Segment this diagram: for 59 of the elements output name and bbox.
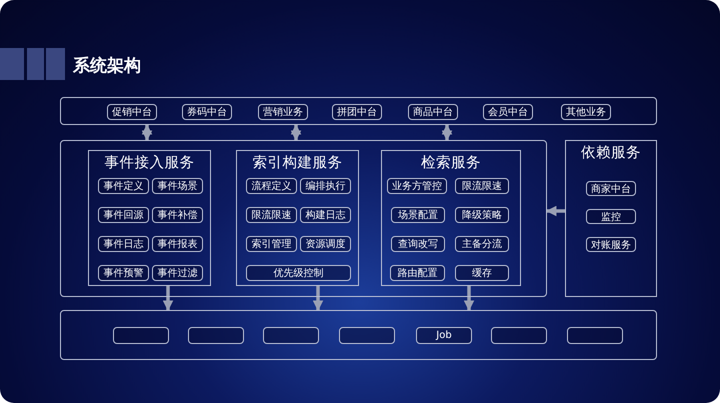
module-box	[113, 327, 169, 344]
module-box: 降级策略	[455, 207, 509, 223]
arrow	[546, 206, 565, 216]
title: 系统架构	[73, 55, 141, 77]
module-box: 事件报表	[152, 236, 203, 252]
module-box: 限流限速	[246, 207, 297, 223]
module-box: 优先级控制	[246, 265, 351, 281]
layer-panel	[60, 97, 657, 125]
layer-panel	[60, 310, 657, 360]
service-panel	[381, 150, 521, 286]
module-box	[188, 327, 244, 344]
module-box: 路由配置	[390, 265, 445, 281]
layer-panel	[60, 140, 547, 297]
module-box: 事件过滤	[152, 265, 203, 281]
module-box: 事件补偿	[152, 207, 203, 223]
module-box: 对账服务	[586, 237, 636, 252]
module-box: Job	[416, 327, 472, 344]
arrow	[312, 285, 324, 312]
module-box: 营销业务	[258, 104, 308, 120]
panel-heading: 索引构建服务	[252, 154, 344, 172]
module-box: 拼团中台	[332, 104, 382, 120]
service-panel	[236, 150, 359, 286]
module-box: 事件预警	[98, 265, 149, 281]
module-box: 构建日志	[300, 207, 351, 223]
module-box: 其他业务	[561, 104, 611, 120]
module-box: 监控	[586, 209, 636, 224]
arrow	[464, 285, 474, 312]
module-box: 主备分流	[455, 236, 509, 252]
module-box: 业务方管控	[387, 178, 447, 194]
panel-heading: 检索服务	[420, 154, 482, 172]
module-box: 券码中台	[182, 104, 232, 120]
arrow	[290, 124, 302, 142]
module-box: 索引管理	[246, 236, 297, 252]
module-box: 事件定义	[98, 178, 149, 194]
module-box: 流程定义	[246, 178, 297, 194]
arrow	[162, 285, 174, 312]
module-box	[339, 327, 395, 344]
module-box: 事件回源	[98, 207, 149, 223]
module-box: 限流限速	[455, 178, 509, 194]
panel-heading: 依赖服务	[580, 144, 642, 162]
module-box: 商家中台	[586, 181, 636, 196]
module-box: 缓存	[455, 265, 509, 281]
module-box: 资源调度	[300, 236, 351, 252]
module-box: 会员中台	[483, 104, 533, 120]
module-box: 事件场景	[152, 178, 203, 194]
module-box: 促销中台	[107, 104, 157, 120]
module-box	[491, 327, 547, 344]
module-box: 编排执行	[300, 178, 351, 194]
module-box: 事件日志	[98, 236, 149, 252]
layer-panel	[565, 140, 657, 297]
module-box: 商品中台	[408, 104, 458, 120]
service-panel	[88, 150, 211, 286]
module-box	[263, 327, 319, 344]
arrow	[142, 124, 152, 142]
panel-heading: 事件接入服务	[104, 154, 196, 172]
arrow	[442, 124, 452, 142]
module-box: 场景配置	[391, 207, 445, 223]
module-box	[567, 327, 623, 344]
module-box: 查询改写	[391, 236, 445, 252]
